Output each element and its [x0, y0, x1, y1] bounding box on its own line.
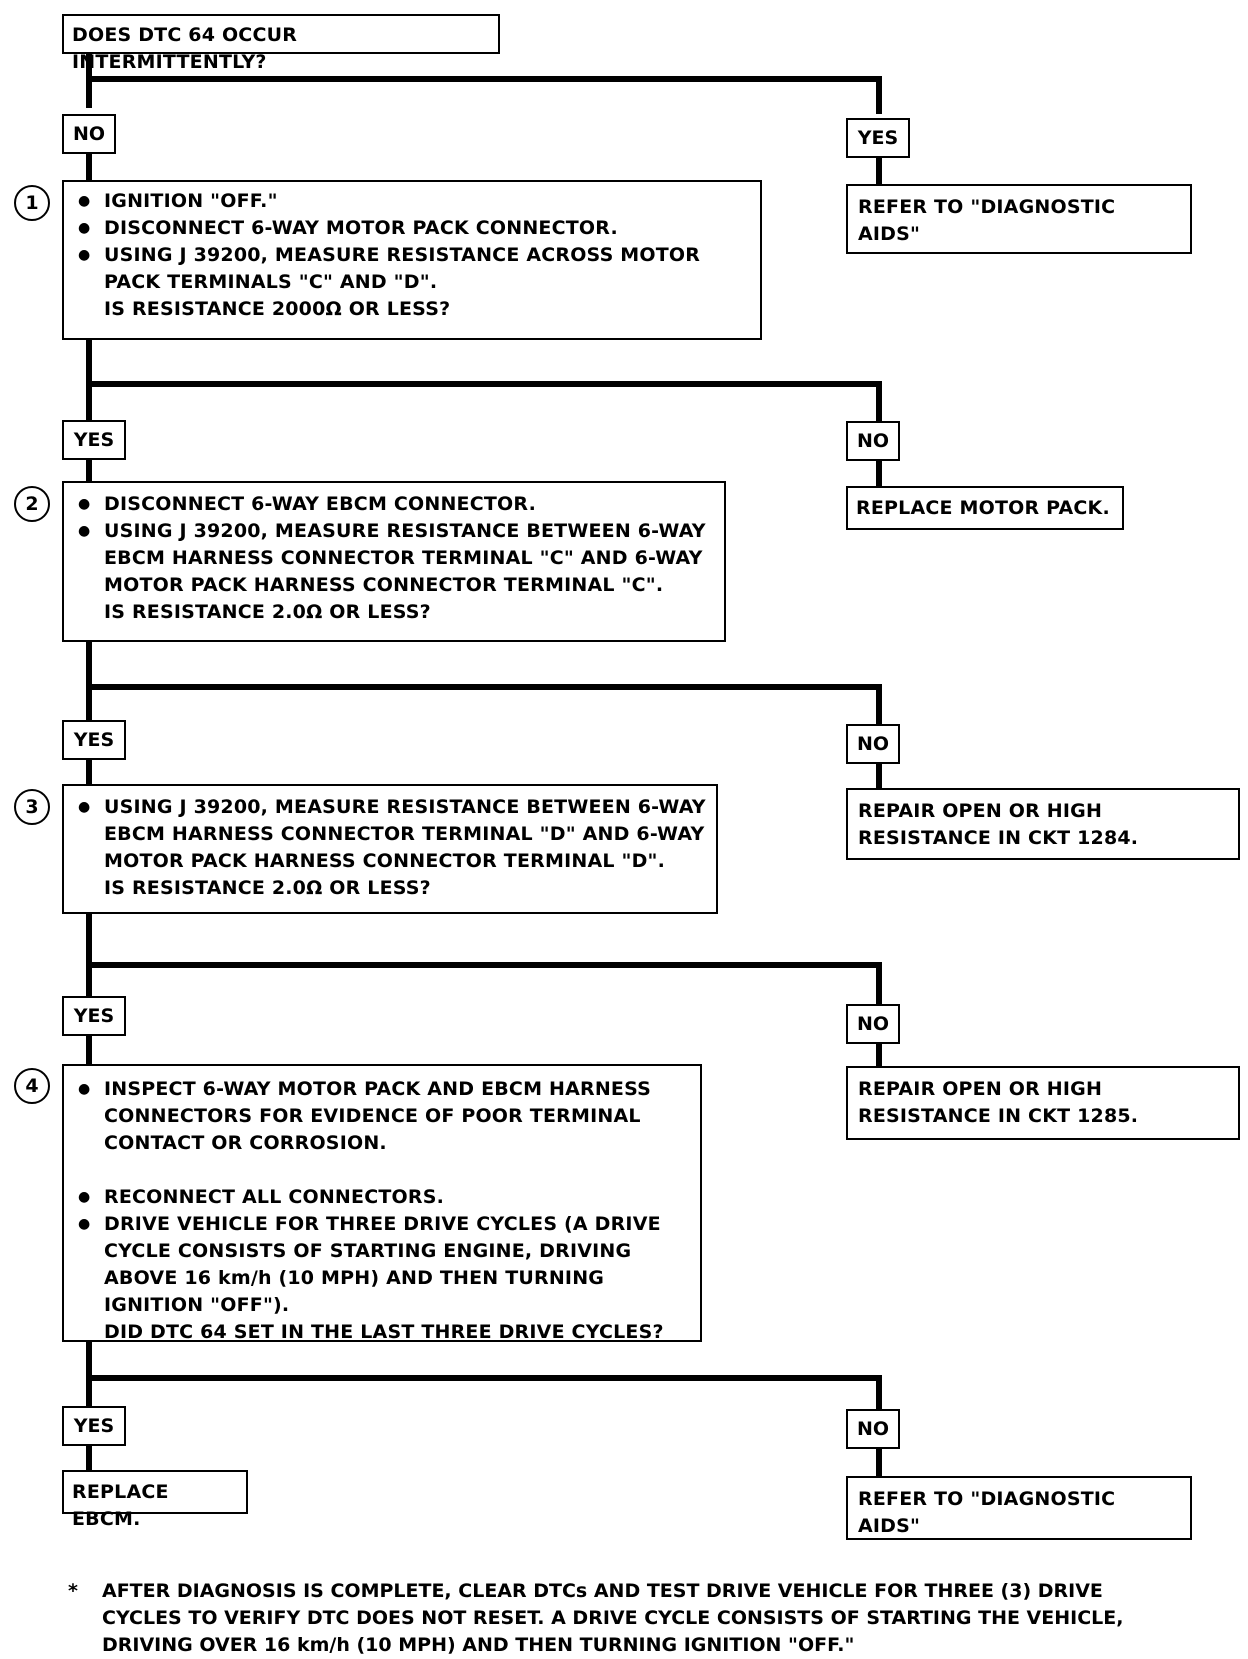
connector: [86, 150, 92, 182]
connector: [86, 912, 92, 998]
connector: [86, 457, 92, 483]
step-3-number: 3: [14, 789, 50, 825]
connector: [876, 381, 882, 421]
step-3-question: IS RESISTANCE 2.0Ω OR LESS?: [104, 877, 431, 899]
step-3-no-result: REPAIR OPEN OR HIGH RESISTANCE IN CKT 12…: [846, 1066, 1240, 1140]
step-1-yes-label: YES: [62, 420, 126, 460]
footnote-marker: *: [68, 1580, 78, 1602]
step-4-number: 4: [14, 1068, 50, 1104]
connector: [876, 1448, 882, 1476]
connector: [86, 338, 92, 420]
connector: [876, 154, 882, 186]
step-2-yes-label: YES: [62, 720, 126, 760]
step-1-bullet: IGNITION "OFF.": [72, 188, 752, 215]
connector: [86, 1036, 92, 1066]
connector: [86, 1375, 882, 1381]
connector: [86, 760, 92, 786]
step-2-number: 2: [14, 486, 50, 522]
step-4-yes-label: YES: [62, 1406, 126, 1446]
step-4-no-label: NO: [846, 1409, 900, 1449]
step-3-bullet: USING J 39200, MEASURE RESISTANCE BETWEE…: [72, 794, 708, 875]
step-4-question: DID DTC 64 SET IN THE LAST THREE DRIVE C…: [104, 1321, 664, 1343]
branch0-yes-result: REFER TO "DIAGNOSTIC AIDS": [846, 184, 1192, 254]
connector: [876, 1375, 882, 1409]
footnote-text: AFTER DIAGNOSIS IS COMPLETE, CLEAR DTCs …: [102, 1580, 1124, 1656]
step-3-box: USING J 39200, MEASURE RESISTANCE BETWEE…: [62, 784, 718, 914]
footnote: * AFTER DIAGNOSIS IS COMPLETE, CLEAR DTC…: [68, 1578, 1168, 1659]
step-2-no-result-text: REPAIR OPEN OR HIGH RESISTANCE IN CKT 12…: [858, 800, 1139, 849]
start-question: DOES DTC 64 OCCUR INTERMITTENTLY?: [62, 14, 500, 73]
step-4-bullet: RECONNECT ALL CONNECTORS.: [72, 1184, 692, 1211]
connector: [86, 684, 882, 690]
step-2-box: DISCONNECT 6-WAY EBCM CONNECTOR. USING J…: [62, 481, 726, 642]
connector: [876, 1042, 882, 1068]
step-2-bullet: USING J 39200, MEASURE RESISTANCE BETWEE…: [72, 518, 716, 599]
connector: [86, 1340, 92, 1406]
step-2-bullet: DISCONNECT 6-WAY EBCM CONNECTOR.: [72, 491, 716, 518]
step-4-no-result: REFER TO "DIAGNOSTIC AIDS": [846, 1476, 1192, 1540]
step-1-no-result-text: REPLACE MOTOR PACK.: [856, 497, 1110, 519]
step-4-box: INSPECT 6-WAY MOTOR PACK AND EBCM HARNES…: [62, 1064, 702, 1343]
connector: [86, 1446, 92, 1470]
step-3-yes-label: YES: [62, 996, 126, 1036]
connector: [876, 460, 882, 486]
branch0-no-label: NO: [62, 114, 116, 154]
connector: [86, 76, 882, 82]
step-4-no-result-text: REFER TO "DIAGNOSTIC AIDS": [858, 1488, 1116, 1537]
connector: [86, 381, 882, 387]
connector: [876, 762, 882, 788]
step-4-yes-result-text: REPLACE EBCM.: [72, 1481, 169, 1530]
branch0-yes-result-text: REFER TO "DIAGNOSTIC AIDS": [858, 196, 1116, 245]
step-4-bullet: DRIVE VEHICLE FOR THREE DRIVE CYCLES (A …: [72, 1211, 692, 1319]
step-1-no-label: NO: [846, 421, 900, 461]
connector: [86, 640, 92, 722]
step-1-bullet: DISCONNECT 6-WAY MOTOR PACK CONNECTOR.: [72, 215, 752, 242]
connector: [86, 962, 882, 968]
step-4-bullet: INSPECT 6-WAY MOTOR PACK AND EBCM HARNES…: [72, 1076, 692, 1157]
step-2-no-result: REPAIR OPEN OR HIGH RESISTANCE IN CKT 12…: [846, 788, 1240, 860]
step-2-no-label: NO: [846, 724, 900, 764]
branch0-yes-label: YES: [846, 118, 910, 158]
step-1-box: IGNITION "OFF." DISCONNECT 6-WAY MOTOR P…: [62, 180, 762, 340]
step-1-no-result: REPLACE MOTOR PACK.: [846, 486, 1124, 530]
connector: [876, 684, 882, 724]
step-1-question: IS RESISTANCE 2000Ω OR LESS?: [104, 298, 451, 320]
step-3-no-result-text: REPAIR OPEN OR HIGH RESISTANCE IN CKT 12…: [858, 1078, 1139, 1127]
step-1-bullet: USING J 39200, MEASURE RESISTANCE ACROSS…: [72, 242, 752, 296]
step-1-number: 1: [14, 185, 50, 221]
step-4-yes-result: REPLACE EBCM.: [62, 1470, 248, 1530]
start-question-text: DOES DTC 64 OCCUR INTERMITTENTLY?: [72, 24, 298, 73]
step-2-question: IS RESISTANCE 2.0Ω OR LESS?: [104, 601, 431, 623]
step-3-no-label: NO: [846, 1004, 900, 1044]
connector: [876, 962, 882, 1004]
connector: [876, 76, 882, 114]
